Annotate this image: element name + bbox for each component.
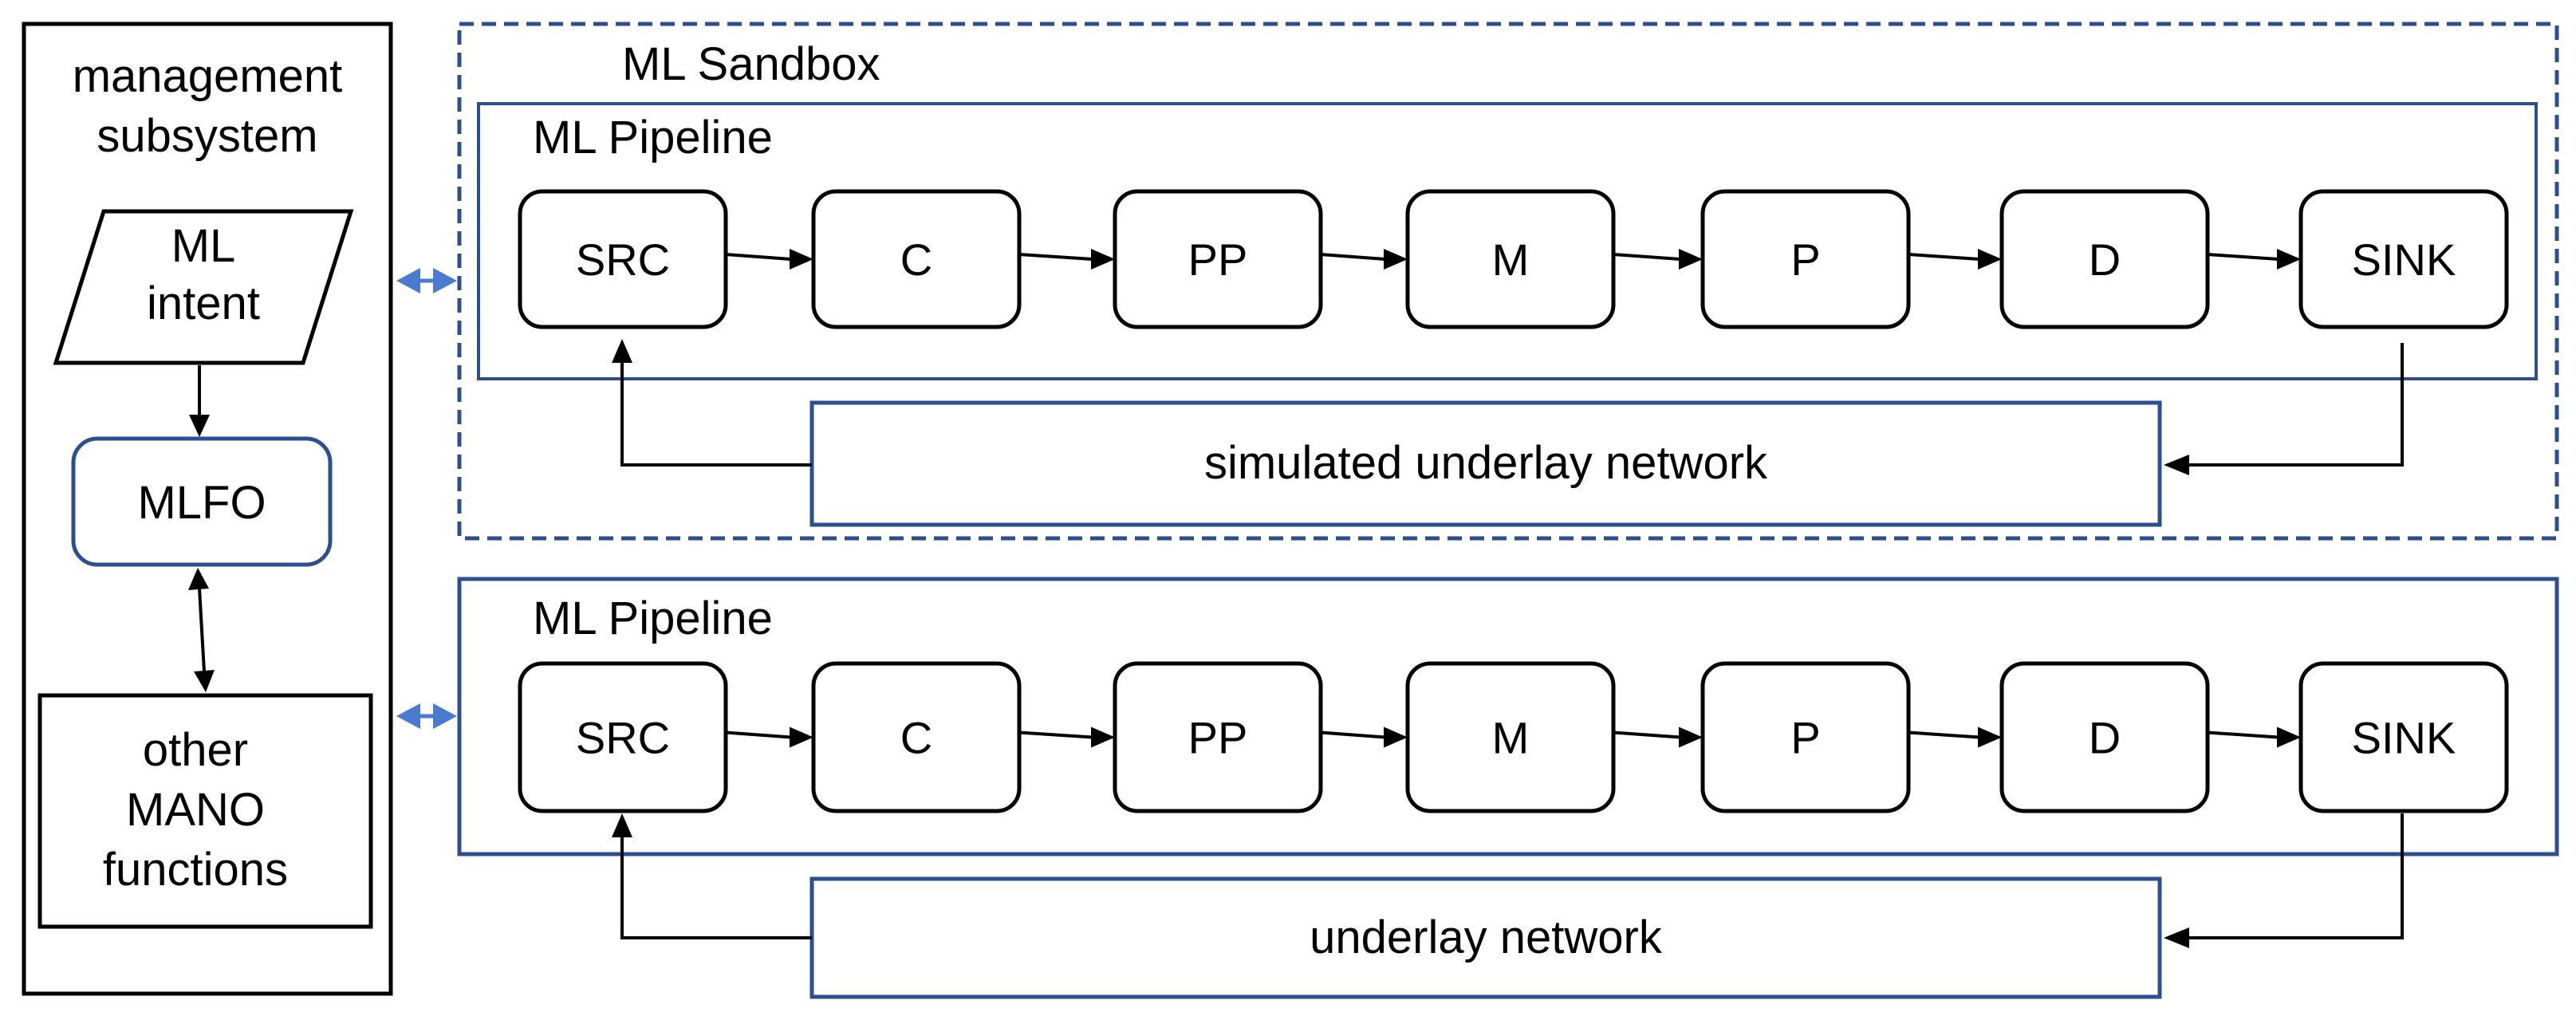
production-stage-src-label: SRC (576, 713, 670, 763)
production-arrow-4-line (1908, 730, 1980, 739)
production-arrow-0-head (790, 727, 813, 748)
sandbox-arrow-3-line (1613, 253, 1681, 261)
management-title-line1: management (73, 50, 343, 102)
ml-sandbox-frame (457, 22, 2559, 541)
sandbox-stage-d-label: D (2089, 234, 2121, 285)
production-stage-p-label: P (1790, 713, 1820, 763)
other-mano-line1: other (143, 724, 248, 776)
sandbox-pipeline-frame (477, 102, 2538, 380)
sandbox-network-label: simulated underlay network (1204, 437, 1768, 489)
management-subsystem-frame (22, 22, 393, 996)
sandbox-arrow-5-head (2277, 249, 2301, 270)
production-sink-to-network-arrow (2164, 813, 2404, 948)
production-stage-d-label: D (2089, 713, 2121, 763)
production-arrow-1-line (1018, 730, 1093, 739)
sandbox-arrow-3-head (1679, 249, 1703, 270)
ml-intent-line1: ML (171, 220, 236, 272)
sandbox-stage-src-box[interactable] (518, 189, 728, 329)
production-network-to-src-arrow (612, 813, 812, 939)
sandbox-stage-d-box[interactable] (1999, 189, 2210, 329)
sandbox-arrow-1-head (1091, 249, 1115, 270)
sandbox-network-box[interactable] (809, 400, 2162, 527)
production-pipeline-frame (457, 577, 2559, 856)
production-stage-sink-box[interactable] (2298, 661, 2509, 813)
ml-intent-line2: intent (147, 278, 260, 329)
sandbox-arrow-2-line (1320, 253, 1386, 261)
sandbox-pipeline-label: ML Pipeline (533, 112, 773, 163)
production-stage-c-box[interactable] (811, 661, 1022, 813)
arrow-mlfo-other-mano (188, 568, 215, 692)
sandbox-stage-p-label: P (1790, 234, 1820, 285)
other-mano-line3: functions (103, 844, 288, 896)
sandbox-stage-c-box[interactable] (811, 189, 1022, 329)
link-production-arrow (396, 703, 457, 729)
sandbox-arrow-5-line (2207, 253, 2279, 261)
link-sandbox-arrow (396, 268, 457, 293)
sandbox-arrow-0-line (725, 253, 792, 261)
sandbox-network-to-src-arrow (612, 339, 812, 467)
production-stages: SRC C PP M P D SINK (518, 661, 2509, 813)
production-arrow-5-line (2207, 730, 2279, 739)
production-stage-m-label: M (1492, 713, 1530, 763)
production-stage-m-box[interactable] (1405, 661, 1616, 813)
management-title-line2: subsystem (97, 110, 317, 162)
ml-sandbox: ML Sandbox ML Pipeline SRC C PP M P D SINK sim… (457, 22, 2559, 541)
sandbox-stages: SRC C PP M P D SINK (518, 189, 2509, 329)
production-arrow-4-head (1978, 727, 2002, 748)
production-pipeline-label: ML Pipeline (533, 593, 773, 644)
production-stage-p-box[interactable] (1700, 661, 1911, 813)
sandbox-sink-to-network-arrow (2164, 343, 2404, 475)
mlfo-label: MLFO (137, 477, 266, 529)
other-mano-box[interactable] (37, 693, 373, 929)
production-stage-c-label: C (900, 713, 932, 763)
production-arrow-0-line (725, 730, 792, 739)
production-arrow-5-head (2277, 727, 2301, 748)
management-subsystem: management subsystem ML intent MLFO othe… (22, 22, 393, 996)
sandbox-arrow-4-head (1978, 249, 2002, 270)
production-network-label: underlay network (1310, 912, 1663, 963)
sandbox-stage-pp-label: PP (1188, 234, 1248, 285)
production-arrow-3-head (1679, 727, 1703, 748)
arrow-intent-to-mlfo (189, 365, 210, 437)
sandbox-stage-src-label: SRC (576, 234, 670, 285)
production-arrow-3-line (1613, 730, 1681, 739)
production-stage-src-box[interactable] (518, 661, 728, 813)
sandbox-stage-pp-box[interactable] (1113, 189, 1323, 329)
ml-intent-shape[interactable] (53, 209, 354, 365)
sandbox-stage-sink-label: SINK (2352, 234, 2456, 285)
ml-sandbox-label: ML Sandbox (622, 38, 880, 90)
production-stage-sink-label: SINK (2352, 713, 2456, 763)
production-arrow-2-line (1320, 730, 1386, 739)
sandbox-arrow-0-head (790, 249, 813, 270)
production-arrow-1-head (1091, 727, 1115, 748)
sandbox-stage-m-box[interactable] (1405, 189, 1616, 329)
mlfo-box[interactable] (71, 436, 333, 567)
production-network-box[interactable] (809, 876, 2162, 999)
other-mano-line2: MANO (126, 784, 265, 836)
sandbox-arrow-4-line (1908, 253, 1980, 261)
production-stage-d-box[interactable] (1999, 661, 2210, 813)
sandbox-arrow-1-line (1018, 253, 1093, 261)
production-stage-pp-box[interactable] (1113, 661, 1323, 813)
sandbox-arrow-2-head (1384, 249, 1408, 270)
production-arrow-2-head (1384, 727, 1408, 748)
sandbox-stage-m-label: M (1492, 234, 1530, 285)
production-pipeline: ML Pipeline SRC C PP M P D SINK underlay netwo… (457, 577, 2559, 999)
sandbox-stage-c-label: C (900, 234, 932, 285)
production-stage-pp-label: PP (1188, 713, 1248, 763)
sandbox-stage-p-box[interactable] (1700, 189, 1911, 329)
sandbox-stage-sink-box[interactable] (2298, 189, 2509, 329)
